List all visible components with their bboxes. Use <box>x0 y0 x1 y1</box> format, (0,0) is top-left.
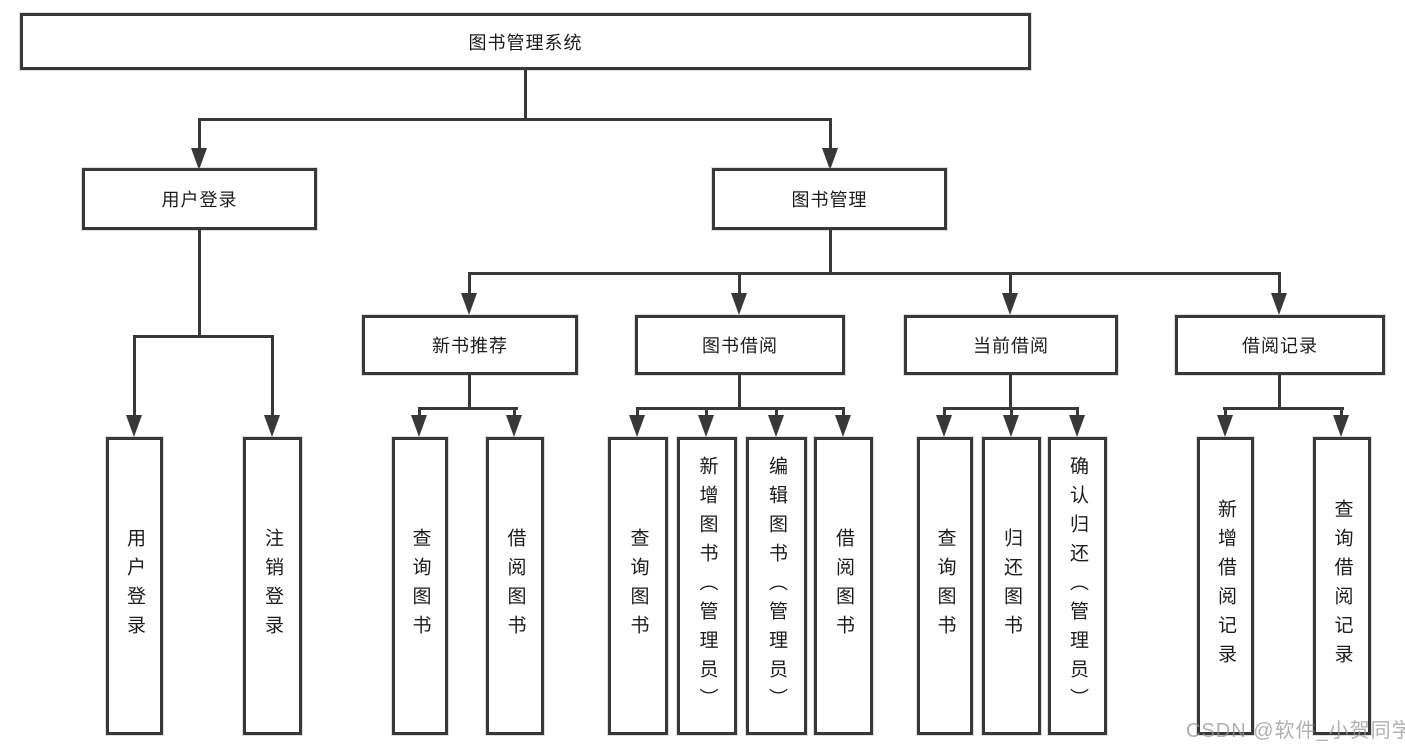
csdn-watermark: CSDN @软件_小贺同学 <box>1186 720 1405 742</box>
leaf-borrow-books: 借阅图书 <box>814 437 873 735</box>
connector-stem <box>1278 272 1281 296</box>
arrow-down-icon <box>936 415 952 437</box>
node-label: 图书管理 <box>791 190 868 210</box>
leaf-add-books-admin: 新增图书（管理员） <box>677 437 737 735</box>
arrow-down-icon <box>506 415 522 437</box>
root-node-label: 图书管理系统 <box>468 32 583 53</box>
connector-stem <box>775 407 778 419</box>
leaf-label: 借阅图书 <box>504 528 526 644</box>
connector-stem <box>1278 373 1281 410</box>
node-label: 借阅记录 <box>1242 336 1318 356</box>
arrow-down-icon <box>411 415 427 437</box>
connector-bar <box>133 335 274 338</box>
leaf-query-books: 查询图书 <box>917 437 973 735</box>
node-book-management: 图书管理 <box>712 168 947 230</box>
connector-stem <box>198 118 201 154</box>
node-label: 新书推荐 <box>432 336 508 356</box>
node-label: 用户登录 <box>161 190 238 210</box>
root-node-library-system: 图书管理系统 <box>20 13 1031 70</box>
connector-bar <box>636 407 845 410</box>
connector-root-bar <box>198 118 831 121</box>
connector-stem <box>738 272 741 296</box>
connector-root-stem <box>524 70 527 118</box>
leaf-logout: 注销登录 <box>243 437 302 735</box>
connector-stem <box>271 335 274 419</box>
leaf-label: 归还图书 <box>1001 528 1022 644</box>
leaf-label: 查询图书 <box>627 528 649 644</box>
connector-stem <box>133 335 136 419</box>
leaf-label: 新增图书（管理员） <box>696 455 718 717</box>
arrow-down-icon <box>698 415 714 437</box>
arrow-down-icon <box>768 415 784 437</box>
connector-stem <box>1224 407 1227 419</box>
connector-stem <box>418 407 421 419</box>
node-borrow-records: 借阅记录 <box>1175 315 1385 375</box>
node-new-book-recommend: 新书推荐 <box>362 315 578 375</box>
arrow-down-icon <box>1271 293 1287 315</box>
leaf-label: 编辑图书（管理员） <box>766 455 787 717</box>
connector-stem <box>829 230 832 275</box>
leaf-add-borrow-record: 新增借阅记录 <box>1197 437 1254 735</box>
leaf-label: 查询图书 <box>934 528 956 644</box>
connector-stem <box>198 230 201 335</box>
arrow-down-icon <box>1217 415 1233 437</box>
arrow-down-icon <box>731 293 747 315</box>
connector-stem <box>705 407 708 419</box>
arrow-down-icon <box>191 148 207 170</box>
arrow-down-icon <box>822 148 838 170</box>
leaf-query-books: 查询图书 <box>608 437 668 735</box>
arrow-down-icon <box>264 415 280 437</box>
leaf-query-books: 查询图书 <box>392 437 448 735</box>
connector-stem <box>636 407 639 419</box>
node-user-login: 用户登录 <box>82 168 317 230</box>
leaf-user-login: 用户登录 <box>106 437 163 735</box>
leaf-confirm-return-admin: 确认归还（管理员） <box>1048 437 1107 735</box>
connector-stem <box>468 272 471 296</box>
leaf-label: 确认归还（管理员） <box>1067 455 1088 717</box>
leaf-label: 新增借阅记录 <box>1215 499 1236 673</box>
leaf-label: 注销登录 <box>262 528 283 644</box>
connector-stem <box>829 118 832 154</box>
connector-stem <box>1076 407 1079 419</box>
connector-bar <box>468 272 1281 275</box>
connector-bar <box>1223 407 1344 410</box>
leaf-label: 查询图书 <box>409 528 431 644</box>
leaf-borrow-books: 借阅图书 <box>486 437 544 735</box>
arrow-down-icon <box>835 415 851 437</box>
arrow-down-icon <box>1333 415 1349 437</box>
arrow-down-icon <box>629 415 645 437</box>
connector-stem <box>842 407 845 419</box>
arrow-down-icon <box>461 293 477 315</box>
leaf-label: 查询借阅记录 <box>1331 499 1353 673</box>
arrow-down-icon <box>1002 293 1018 315</box>
arrow-down-icon <box>1003 415 1019 437</box>
connector-stem <box>1340 407 1343 419</box>
connector-bar <box>418 407 518 410</box>
leaf-label: 用户登录 <box>124 528 145 644</box>
connector-stem <box>943 407 946 419</box>
connector-stem <box>468 373 471 410</box>
connector-stem <box>1009 373 1012 410</box>
connector-stem <box>513 407 516 419</box>
node-current-borrow: 当前借阅 <box>904 315 1118 375</box>
connector-stem <box>738 373 741 410</box>
arrow-down-icon <box>126 415 142 437</box>
leaf-edit-books-admin: 编辑图书（管理员） <box>746 437 807 735</box>
node-book-borrow: 图书借阅 <box>635 315 845 375</box>
connector-stem <box>1010 407 1013 419</box>
leaf-label: 借阅图书 <box>833 528 854 644</box>
connector-stem <box>1009 272 1012 296</box>
node-label: 图书借阅 <box>702 336 778 356</box>
leaf-return-books: 归还图书 <box>982 437 1041 735</box>
leaf-query-borrow-record: 查询借阅记录 <box>1313 437 1371 735</box>
node-label: 当前借阅 <box>973 336 1049 356</box>
arrow-down-icon <box>1069 415 1085 437</box>
